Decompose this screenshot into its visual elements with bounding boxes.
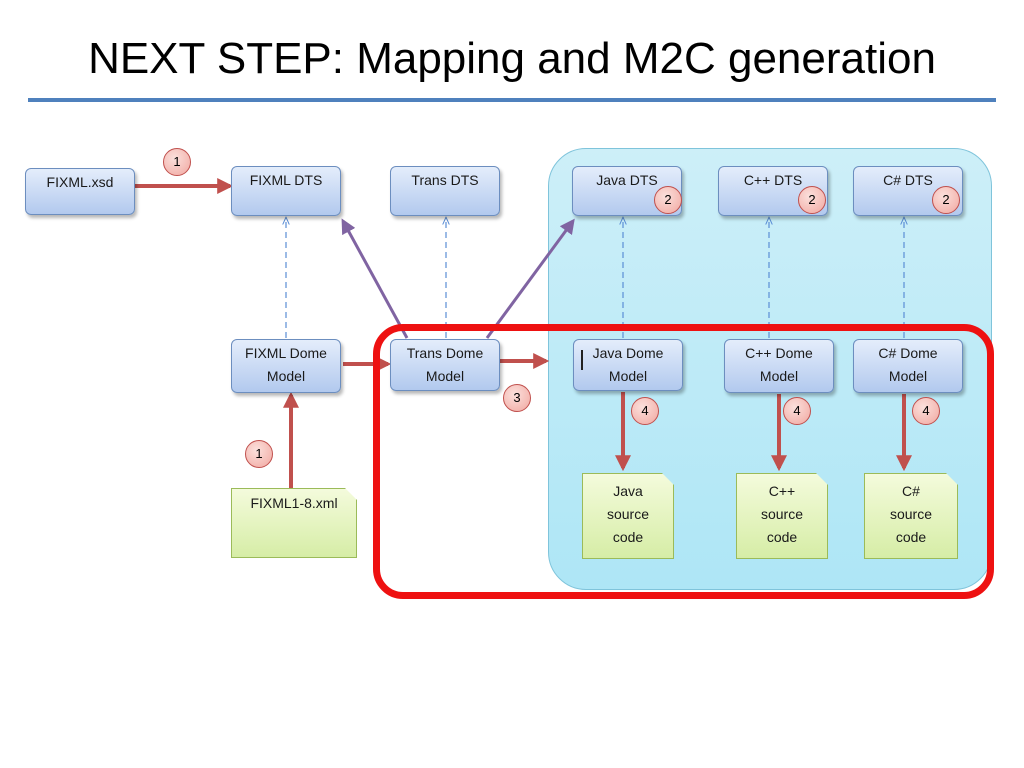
java-source-doc: Java source code (582, 473, 674, 559)
cs-dome-model-box: C# Dome Model (853, 339, 963, 393)
slide-title: NEXT STEP: Mapping and M2C generation (88, 34, 936, 83)
highlight-frame (373, 324, 994, 599)
title-underline (28, 98, 996, 102)
cpp-dome-model-box: C++ Dome Model (724, 339, 834, 393)
cpp-source-doc: C++ source code (736, 473, 828, 559)
fixml-dome-model-box: FIXML Dome Model (231, 339, 341, 393)
arrow-trans-to-fixmldts (341, 218, 409, 339)
trans-dts-box: Trans DTS (390, 166, 500, 216)
step-badge-1-bottom: 1 (245, 440, 273, 468)
step-badge-2-cpp: 2 (798, 186, 826, 214)
step-badge-4-cpp: 4 (783, 397, 811, 425)
step-badge-4-java: 4 (631, 397, 659, 425)
step-badge-4-cs: 4 (912, 397, 940, 425)
step-badge-2-java: 2 (654, 186, 682, 214)
text-cursor (581, 350, 583, 370)
java-dome-model-box: Java Dome Model (573, 339, 683, 391)
trans-dome-model-box: Trans Dome Model (390, 339, 500, 391)
arrow-trans-to-javadts (485, 218, 575, 339)
fixml-xsd-box: FIXML.xsd (25, 168, 135, 215)
cs-source-doc: C# source code (864, 473, 958, 559)
step-badge-2-cs: 2 (932, 186, 960, 214)
fixml-xml-doc: FIXML1-8.xml (231, 488, 357, 558)
step-badge-3: 3 (503, 384, 531, 412)
fixml-dts-box: FIXML DTS (231, 166, 341, 216)
step-badge-1-top: 1 (163, 148, 191, 176)
